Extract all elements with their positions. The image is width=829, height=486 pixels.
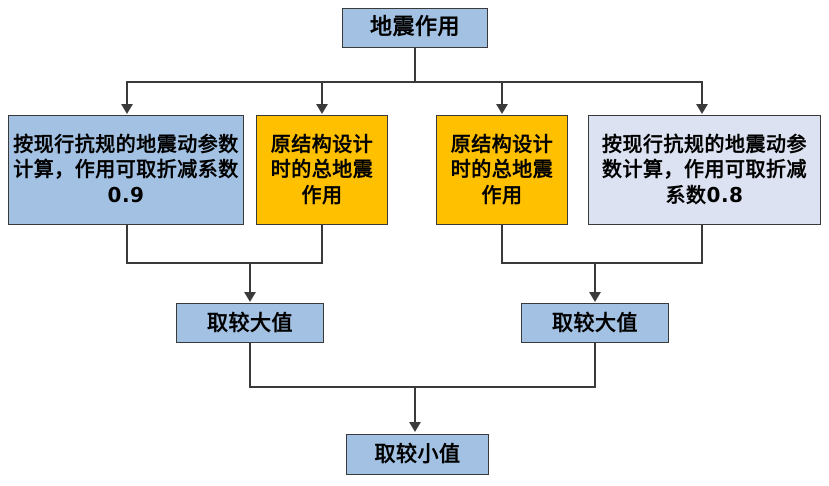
node-root-seismic-action[interactable]: 地震作用 <box>342 8 488 48</box>
connector-root-to-branch-a <box>126 81 128 105</box>
connector-left-merge-bus <box>126 262 323 264</box>
node-min-final-label: 取较小值 <box>374 442 461 467</box>
node-branch-b-label: 原结构设计时的总地震作用 <box>270 131 374 207</box>
node-branch-b-original-design[interactable]: 原结构设计时的总地震作用 <box>256 115 388 225</box>
arrowhead-branch-a <box>121 104 133 114</box>
connector-root-to-branch-b <box>321 81 323 105</box>
connector-root-to-branch-c <box>501 81 503 105</box>
node-branch-c-label: 原结构设计时的总地震作用 <box>450 131 554 207</box>
node-branch-a-label: 按现行抗规的地震动参数计算，作用可取折减系数0.9 <box>13 131 239 207</box>
connector-root-to-branch-d <box>701 81 703 105</box>
node-max-right-label: 取较大值 <box>552 310 638 335</box>
node-root-label: 地震作用 <box>369 14 460 40</box>
connector-branch-c-down <box>501 225 503 263</box>
node-max-left[interactable]: 取较大值 <box>176 303 324 343</box>
arrowhead-min-final <box>409 422 421 432</box>
node-branch-d-label: 按现行抗规的地震动参数计算，作用可取折减系数0.8 <box>602 131 807 207</box>
connector-final-merge-bus <box>249 386 596 388</box>
connector-branch-b-down <box>321 225 323 263</box>
connector-branch-d-down <box>701 225 703 263</box>
connector-left-merge-stem <box>249 262 251 293</box>
connector-max-right-down <box>594 343 596 387</box>
node-branch-a-current-code-0-9[interactable]: 按现行抗规的地震动参数计算，作用可取折减系数0.9 <box>8 115 244 225</box>
connector-branch-a-down <box>126 225 128 263</box>
node-min-final[interactable]: 取较小值 <box>346 434 489 475</box>
connector-right-merge-bus <box>501 262 703 264</box>
connector-root-bus <box>126 81 702 83</box>
arrowhead-branch-b <box>316 104 328 114</box>
arrowhead-branch-d <box>696 104 708 114</box>
arrowhead-branch-c <box>496 104 508 114</box>
node-max-right[interactable]: 取较大值 <box>521 303 669 343</box>
connector-right-merge-stem <box>594 262 596 293</box>
connector-root-stem <box>414 48 416 82</box>
node-branch-c-original-design[interactable]: 原结构设计时的总地震作用 <box>436 115 568 225</box>
connector-final-merge-stem <box>414 386 416 423</box>
node-branch-d-current-code-0-8[interactable]: 按现行抗规的地震动参数计算，作用可取折减系数0.8 <box>588 115 821 225</box>
arrowhead-max-right <box>589 292 601 302</box>
connector-max-left-down <box>249 343 251 387</box>
arrowhead-max-left <box>244 292 256 302</box>
node-max-left-label: 取较大值 <box>207 310 293 335</box>
